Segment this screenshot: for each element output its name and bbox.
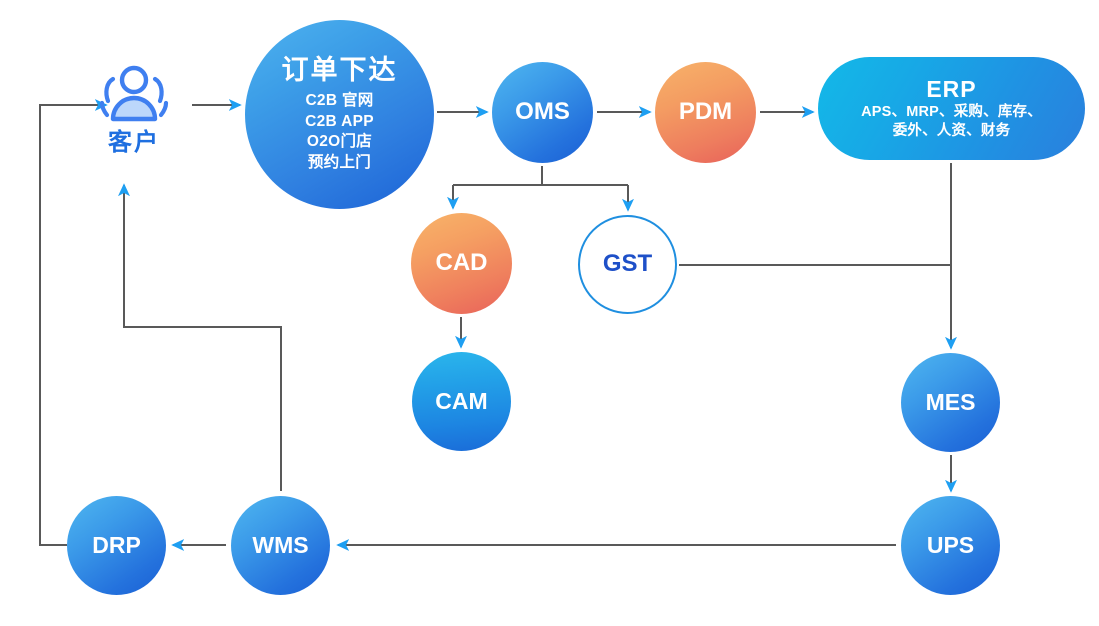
node-mes[interactable]: MES (901, 353, 1000, 452)
node-drp-label: DRP (92, 531, 141, 558)
node-gst[interactable]: GST (578, 215, 677, 314)
node-customer-label: 客户 (108, 128, 160, 156)
erp-subline-1: APS、MRP、采购、库存、 (861, 103, 1042, 120)
node-order-placement-sublines: C2B 官网 C2B APP O2O门店 预约上门 (305, 91, 374, 174)
node-wms[interactable]: WMS (231, 496, 330, 595)
node-cad-label: CAD (435, 249, 488, 277)
node-pdm[interactable]: PDM (655, 62, 756, 163)
node-erp-title: ERP (926, 75, 977, 102)
order-subline-3: O2O门店 (306, 133, 373, 151)
node-oms[interactable]: OMS (492, 62, 593, 163)
node-erp[interactable]: ERP APS、MRP、采购、库存、 委外、人资、财务 (818, 57, 1085, 160)
node-customer[interactable]: 客户 (78, 50, 190, 170)
erp-subline-2: 委外、人资、财务 (892, 123, 1011, 140)
node-order-placement[interactable]: 订单下达 C2B 官网 C2B APP O2O门店 预约上门 (245, 20, 434, 209)
order-subline-2: C2B APP (305, 112, 374, 130)
node-ups[interactable]: UPS (901, 496, 1000, 595)
node-ups-label: UPS (926, 531, 975, 558)
node-gst-label: GST (602, 250, 653, 278)
node-drp[interactable]: DRP (67, 496, 166, 595)
node-mes-label: MES (925, 388, 976, 415)
node-wms-label: WMS (252, 531, 309, 558)
order-subline-1: C2B 官网 (305, 91, 374, 109)
node-cad[interactable]: CAD (411, 213, 512, 314)
edge-drp-to-customer (39, 99, 108, 546)
node-order-placement-title: 订单下达 (281, 55, 398, 86)
order-subline-4: 预约上门 (307, 154, 372, 172)
users-group-icon (99, 65, 169, 122)
node-oms-label: OMS (515, 98, 570, 126)
node-erp-sublines: APS、MRP、采购、库存、 委外、人资、财务 (861, 103, 1042, 141)
node-pdm-label: PDM (678, 98, 733, 126)
node-cam-label: CAM (435, 387, 488, 414)
edge-oms-branch-bus (453, 166, 628, 186)
edge-wms-to-customer (118, 183, 282, 491)
node-cam[interactable]: CAM (412, 352, 511, 451)
